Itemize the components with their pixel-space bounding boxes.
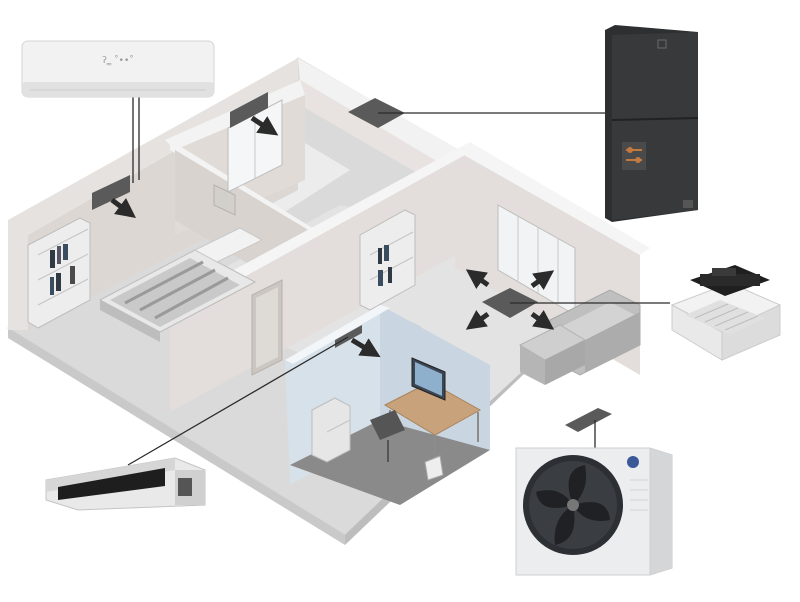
air-handler-icon (605, 25, 698, 222)
wall-unit-logo: ʔ‗ ˚••˚ (102, 55, 134, 66)
condenser-wall-penetration (565, 408, 612, 432)
wall-ac-icon: ʔ‗ ˚••˚ (22, 41, 214, 97)
condenser-icon (516, 448, 672, 575)
ducted-unit-icon (46, 458, 205, 510)
cassette-icon (672, 265, 780, 360)
